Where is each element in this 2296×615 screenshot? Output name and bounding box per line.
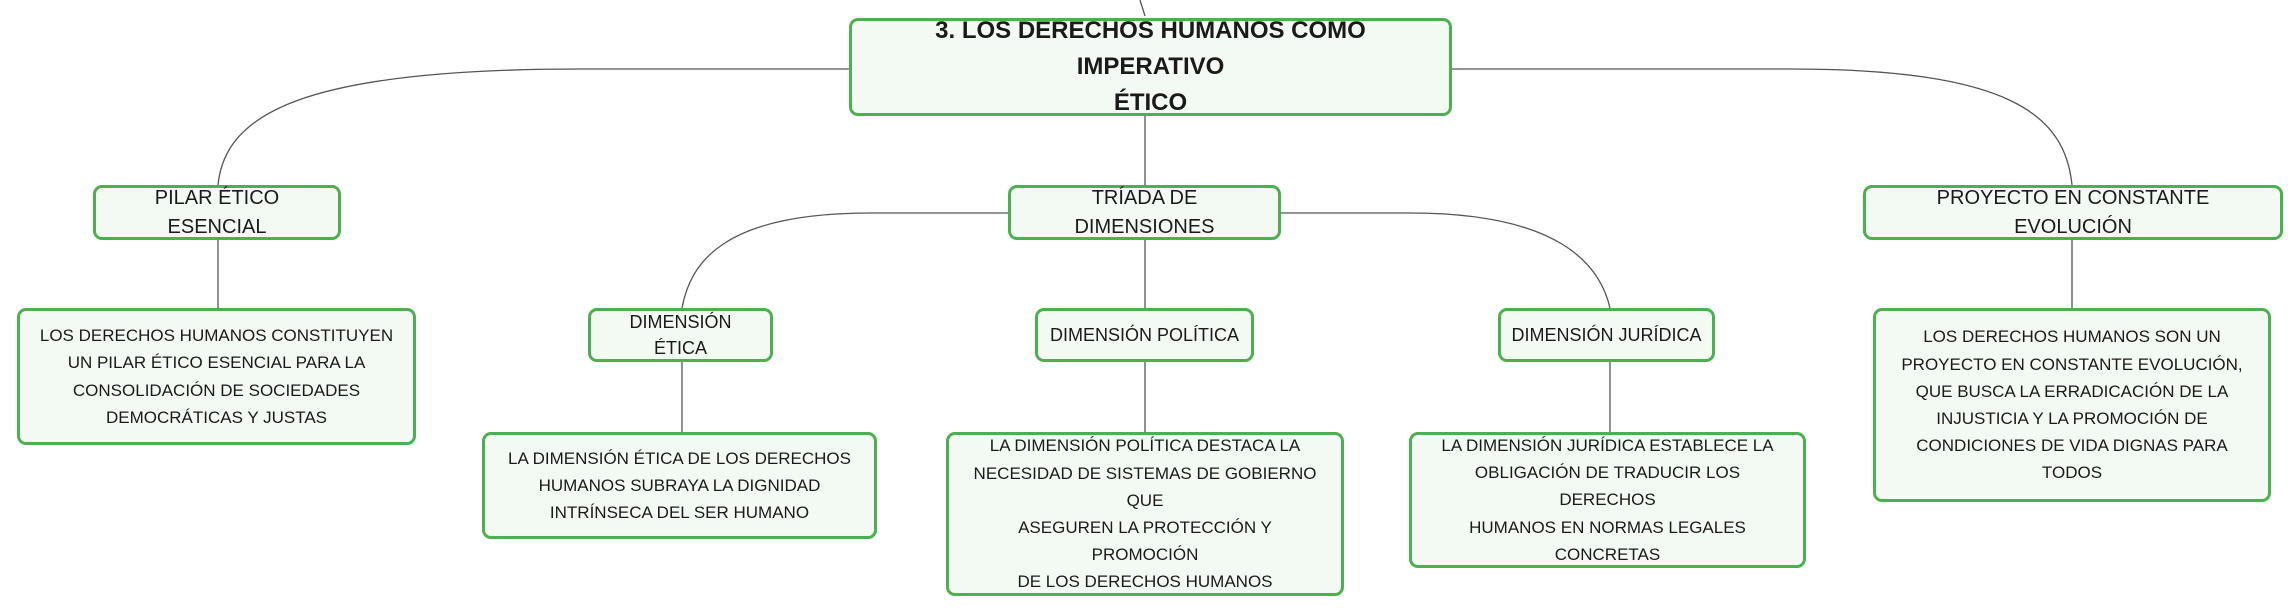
detail-line: CONSOLIDACIÓN DE SOCIEDADES [72, 380, 361, 400]
politica-node[interactable]: DIMENSIÓN POLÍTICA [1035, 308, 1254, 362]
detail-line: LOS DERECHOS HUMANOS CONSTITUYEN [39, 326, 394, 346]
juridica-detail-node[interactable]: LA DIMENSIÓN JURÍDICA ESTABLECE LA OBLIG… [1409, 432, 1806, 568]
detail-line: INJUSTICIA Y LA PROMOCIÓN DE [1936, 409, 2208, 428]
detail-line: LA DIMENSIÓN JURÍDICA ESTABLECE LA [1441, 436, 1774, 456]
etica-detail-node[interactable]: LA DIMENSIÓN ÉTICA DE LOS DERECHOS HUMAN… [482, 432, 877, 539]
root-title-line: ÉTICO [1113, 89, 1188, 116]
detail-line: OBLIGACIÓN DE TRADUCIR LOS DERECHOS [1474, 463, 1741, 510]
triada-title: TRÍADA DE DIMENSIONES [1074, 186, 1215, 238]
detail-line: LOS DERECHOS HUMANOS SON UN [1923, 327, 2221, 347]
detail-line: PROYECTO EN CONSTANTE EVOLUCIÓN, [1901, 354, 2243, 374]
proyecto-node[interactable]: PROYECTO EN CONSTANTE EVOLUCIÓN [1863, 185, 2283, 240]
detail-line: HUMANOS SUBRAYA LA DIGNIDAD [538, 475, 821, 495]
proyecto-detail-node[interactable]: LOS DERECHOS HUMANOS SON UN PROYECTO EN … [1873, 308, 2271, 502]
connector-from-parent [1139, 0, 1146, 17]
detail-line: LA DIMENSIÓN POLÍTICA DESTACA LA [989, 436, 1301, 456]
connector-root-proyecto [1452, 68, 2073, 186]
etica-title: DIMENSIÓN ÉTICA [629, 311, 732, 358]
detail-line: UN PILAR ÉTICO ESENCIAL PARA LA [67, 353, 366, 373]
detail-line: QUE BUSCA LA ERRADICACIÓN DE LA [1915, 381, 2229, 401]
connector-triada-juridica [1281, 212, 1611, 309]
root-node[interactable]: 3. LOS DERECHOS HUMANOS COMO IMPERATIVO … [849, 17, 1452, 116]
detail-line: NECESIDAD DE SISTEMAS DE GOBIERNO QUE [973, 463, 1317, 510]
detail-line: DE LOS DERECHOS HUMANOS [1017, 572, 1273, 592]
pilar-title: PILAR ÉTICO ESENCIAL [154, 186, 280, 238]
politica-detail-node[interactable]: LA DIMENSIÓN POLÍTICA DESTACA LA NECESID… [946, 432, 1344, 596]
connector-root-pilar [217, 68, 849, 186]
detail-line: HUMANOS EN NORMAS LEGALES CONCRETAS [1469, 517, 1746, 564]
connector-triada-etica [681, 212, 1008, 309]
politica-title: DIMENSIÓN POLÍTICA [1049, 324, 1240, 345]
juridica-node[interactable]: DIMENSIÓN JURÍDICA [1498, 308, 1715, 362]
pilar-detail-node[interactable]: LOS DERECHOS HUMANOS CONSTITUYEN UN PILA… [17, 308, 416, 445]
detail-line: INTRÍNSECA DEL SER HUMANO [549, 503, 810, 523]
detail-line: CONDICIONES DE VIDA DIGNAS PARA TODOS [1916, 436, 2228, 483]
triada-node[interactable]: TRÍADA DE DIMENSIONES [1008, 185, 1281, 240]
detail-line: DEMOCRÁTICAS Y JUSTAS [105, 407, 328, 427]
etica-node[interactable]: DIMENSIÓN ÉTICA [588, 308, 773, 362]
pilar-node[interactable]: PILAR ÉTICO ESENCIAL [93, 185, 341, 240]
detail-line: LA DIMENSIÓN ÉTICA DE LOS DERECHOS [508, 448, 851, 468]
juridica-title: DIMENSIÓN JURÍDICA [1511, 324, 1702, 345]
proyecto-title: PROYECTO EN CONSTANTE EVOLUCIÓN [1936, 186, 2210, 238]
detail-line: ASEGUREN LA PROTECCIÓN Y PROMOCIÓN [1018, 518, 1272, 565]
root-title-line: 3. LOS DERECHOS HUMANOS COMO IMPERATIVO [935, 17, 1366, 80]
